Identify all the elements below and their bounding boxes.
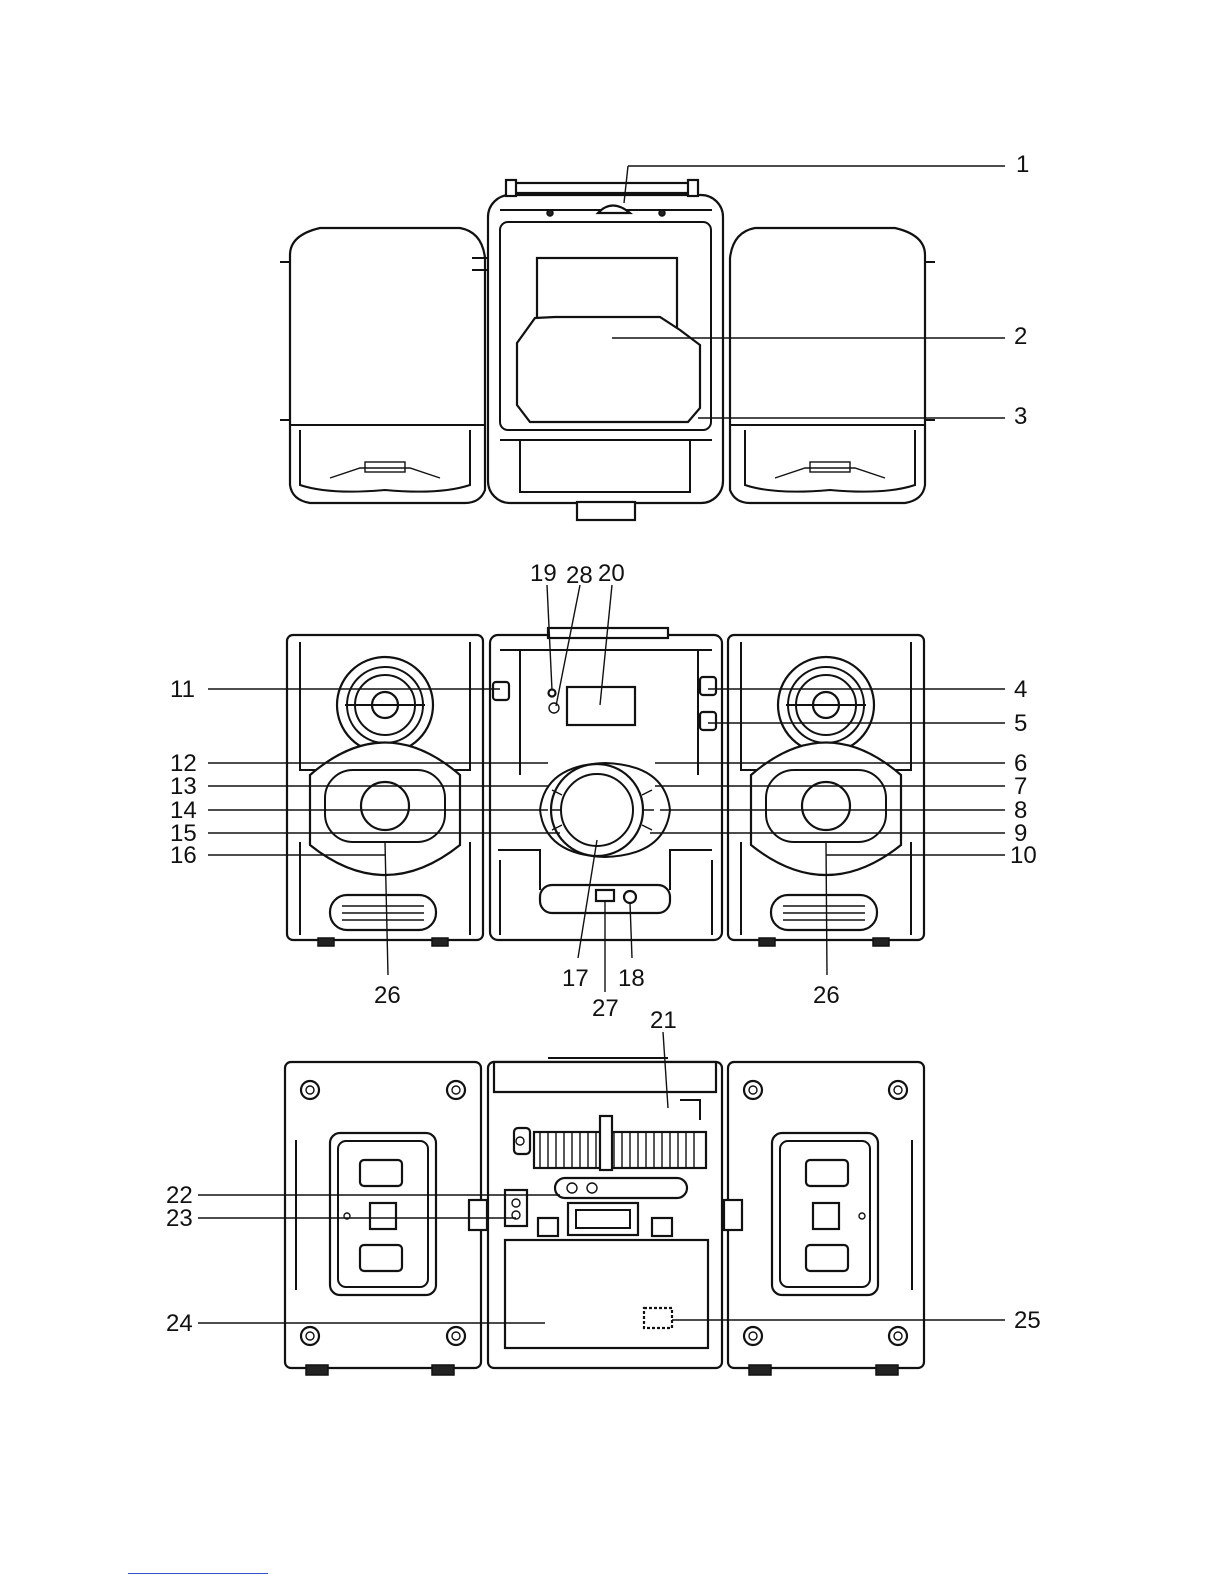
callout-26-left: 26 <box>374 982 401 1009</box>
callout-27: 27 <box>592 995 619 1022</box>
callout-16: 16 <box>170 842 197 869</box>
rear-center-unit <box>488 1058 722 1368</box>
callout-19: 19 <box>530 560 557 587</box>
callout-21: 21 <box>650 1007 677 1034</box>
callout-17: 17 <box>562 965 589 992</box>
callout-4: 4 <box>1014 676 1027 703</box>
callout-20: 20 <box>598 560 625 587</box>
front-center-unit <box>490 628 722 940</box>
top-left-speaker <box>280 228 488 503</box>
callout-11: 11 <box>170 676 195 703</box>
rear-view <box>198 1032 1005 1375</box>
callout-26-right: 26 <box>813 982 840 1009</box>
callout-3: 3 <box>1014 403 1027 430</box>
top-right-speaker <box>730 228 935 503</box>
footer-rule <box>128 1573 268 1574</box>
front-view <box>208 585 1005 992</box>
callout-13: 13 <box>170 773 197 800</box>
callout-5: 5 <box>1014 710 1027 737</box>
top-center-unit <box>488 180 723 520</box>
callout-28: 28 <box>566 562 593 589</box>
front-left-speaker <box>287 635 483 946</box>
callout-18: 18 <box>618 965 645 992</box>
callout-1: 1 <box>1016 151 1029 178</box>
top-view <box>280 166 1005 520</box>
callout-23: 23 <box>166 1205 193 1232</box>
rear-right-speaker <box>728 1062 924 1375</box>
callout-2: 2 <box>1014 323 1027 350</box>
callout-24: 24 <box>166 1310 193 1337</box>
callout-25: 25 <box>1014 1307 1041 1334</box>
callout-10: 10 <box>1010 842 1037 869</box>
callout-7: 7 <box>1014 773 1027 800</box>
